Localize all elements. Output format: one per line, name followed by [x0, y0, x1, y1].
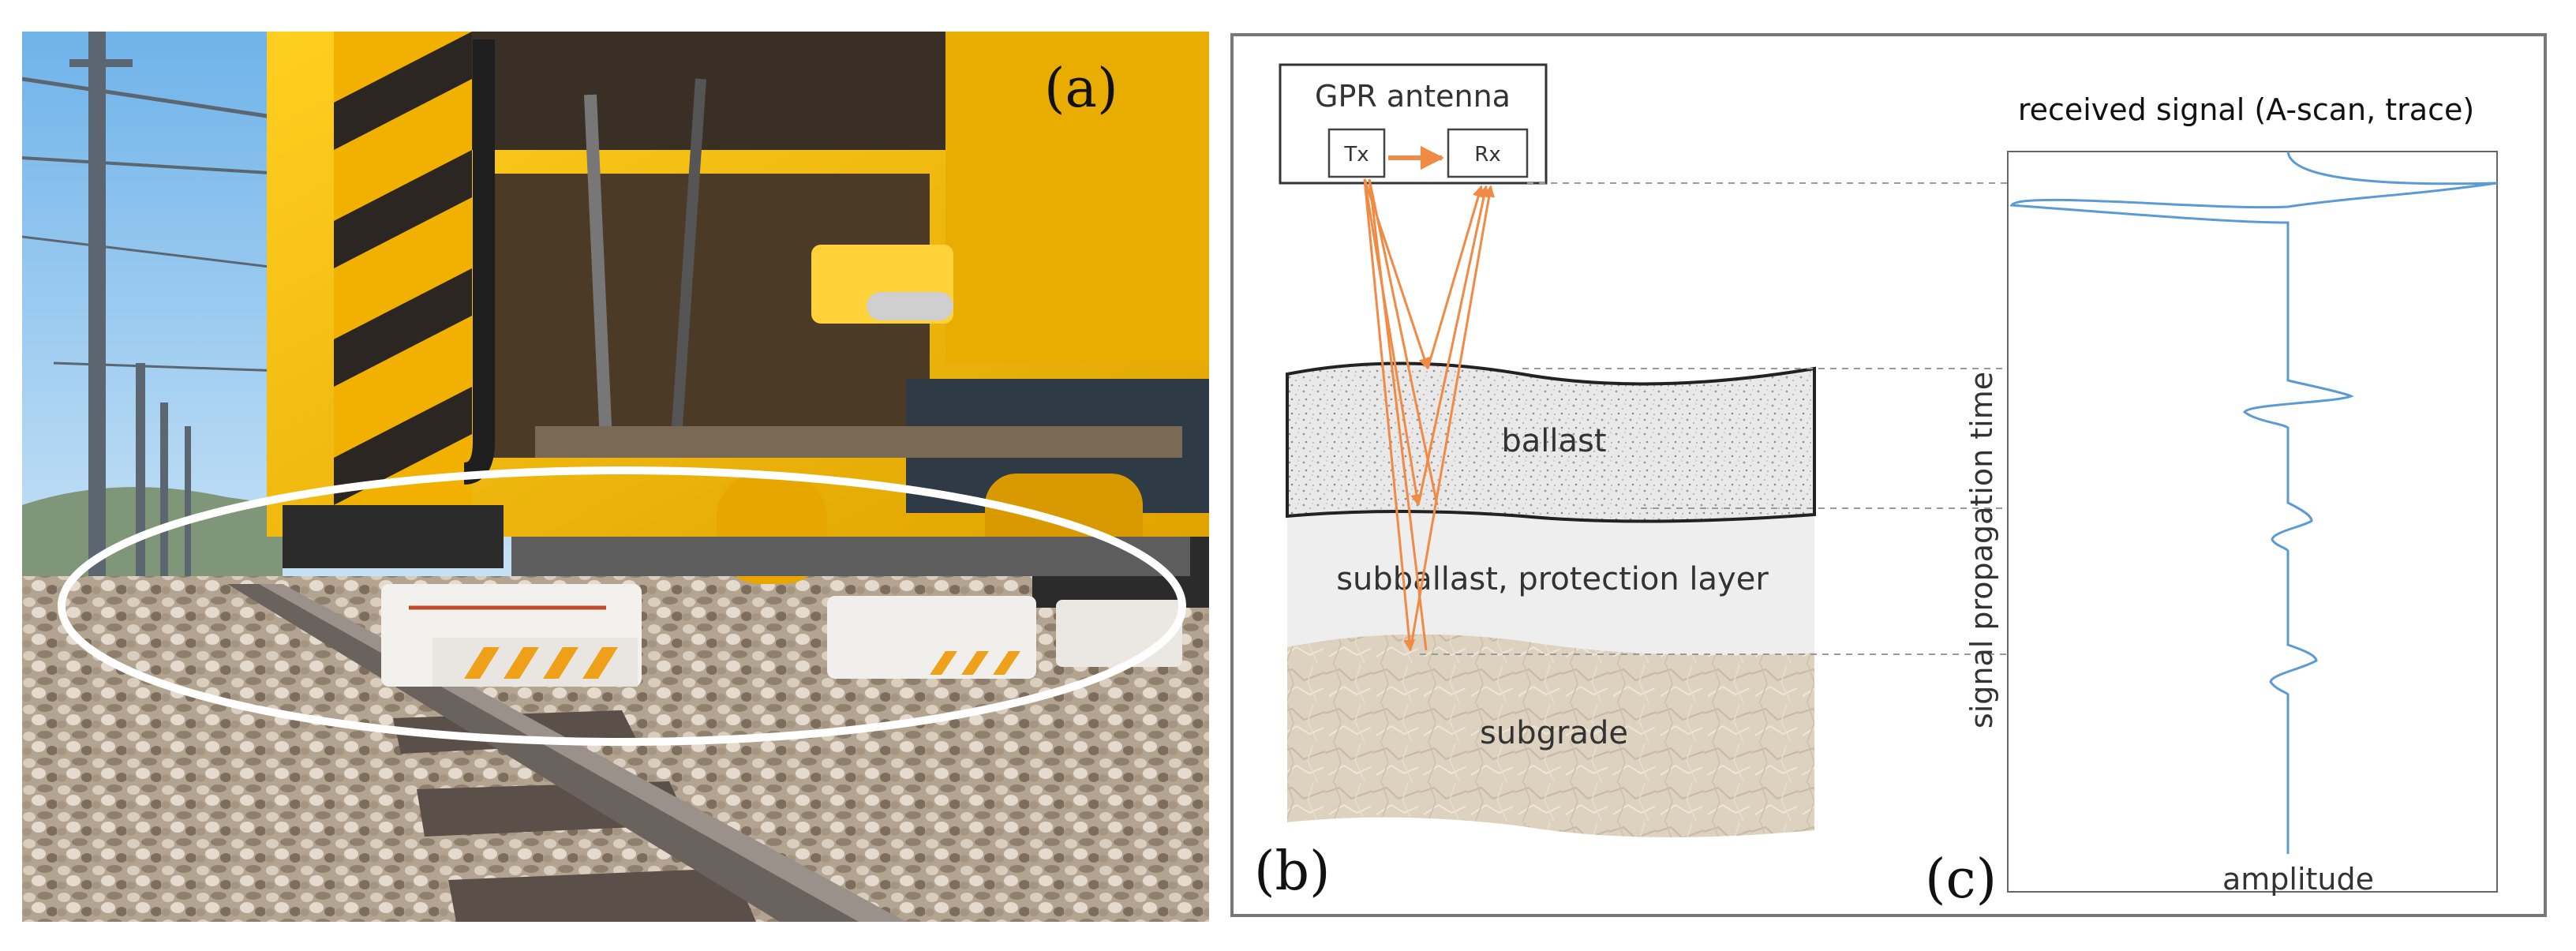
panel-label-a: (a): [1044, 58, 1118, 120]
rx-box: [1447, 128, 1529, 178]
panel-label-c: (c): [1925, 848, 1997, 911]
gpr-antenna-box-right: [827, 596, 1036, 679]
panel-label-b: (b): [1254, 841, 1331, 903]
tx-label: Tx: [1343, 143, 1368, 167]
rx-label: Rx: [1474, 143, 1500, 167]
subgrade-label: subgrade: [1480, 715, 1628, 751]
antenna-mounting-frame: [511, 537, 1190, 576]
catenary-masts: [22, 32, 283, 600]
tx-box: [1327, 128, 1386, 178]
subballast-label: subballast, protection layer: [1336, 561, 1769, 597]
ballast-label: ballast: [1501, 423, 1606, 459]
photo-gpr-antennas-on-track-machine: (a): [22, 32, 1209, 922]
gpr-antenna-box-left: [381, 584, 642, 687]
signal-plot-title: received signal (A-scan, trace): [2018, 92, 2474, 127]
signal-x-label: amplitude: [2222, 862, 2374, 897]
reflection-rays: [1363, 178, 1496, 652]
subballast-layer: [1287, 511, 1814, 655]
gpr-schematic: GPR antenna Tx Rx ballast subballast, pr…: [1254, 63, 2498, 911]
subgrade-layer: [1287, 634, 1814, 837]
antenna-highlight-ellipse: [58, 466, 1186, 746]
gpr-antenna-box-far: [1056, 600, 1182, 667]
gpr-antenna-title: GPR antenna: [1315, 79, 1511, 114]
signal-y-label: signal propagation time: [1964, 372, 1999, 728]
ballast-layer: [1286, 361, 1816, 523]
track-machine: [267, 32, 1209, 608]
a-scan-trace: [2009, 151, 2498, 854]
signal-plot-frame: [2007, 151, 2498, 893]
